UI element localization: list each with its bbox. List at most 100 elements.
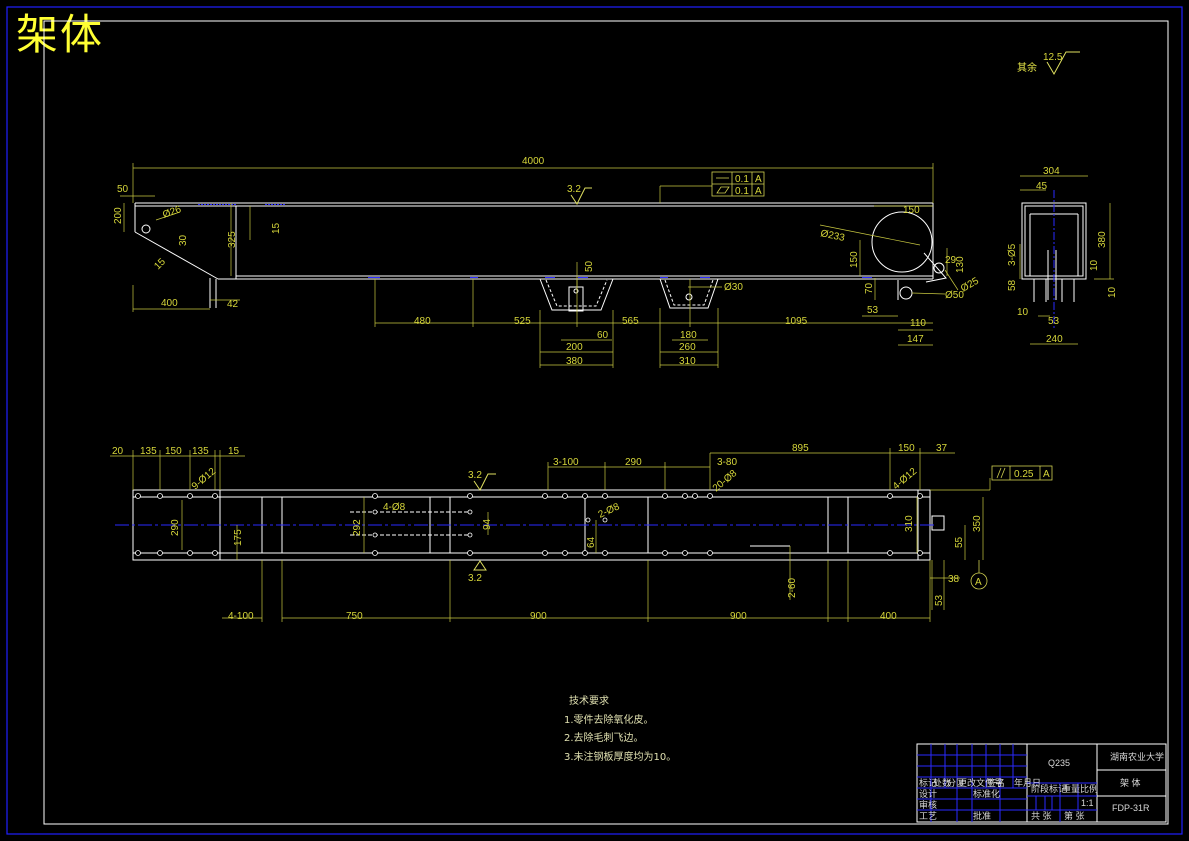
inner-frame [43, 20, 1169, 825]
tb-process: 工艺 [919, 811, 937, 821]
dim-right-70: 70 [864, 282, 875, 294]
dim-565: 565 [622, 316, 639, 327]
dim-plan-55: 55 [954, 536, 965, 548]
dim-plan-15: 15 [228, 446, 240, 457]
tb-sheet-no: 第 张 [1064, 810, 1085, 821]
dim-plan-750: 750 [346, 611, 363, 622]
plan-view [132, 489, 945, 561]
tb-total-sheets: 共 张 [1031, 811, 1052, 821]
dim-325: 325 [227, 231, 238, 248]
dim-side-holes: 3-Ø5 [1007, 243, 1018, 266]
dim-plan-292: 292 [352, 519, 363, 536]
roughness-top-symbol [570, 187, 592, 205]
dim-support-50: 50 [584, 260, 595, 272]
dim-42: 42 [227, 299, 239, 310]
gdt-plan [970, 465, 1053, 590]
note-3: 3.未注钢板厚度均为10。 [564, 750, 676, 763]
roughness-other-symbol: 其余 12.5 [1017, 51, 1080, 76]
dim-side-10: 10 [1089, 259, 1100, 271]
dim-plan-4-100: 4-100 [228, 611, 254, 622]
dim-support-60: 60 [597, 330, 609, 341]
dim-4000: 4000 [522, 156, 545, 167]
roughness-plan-bottom-symbol [473, 560, 487, 571]
dim-plan-135b: 135 [192, 446, 209, 457]
dim-15: 15 [271, 222, 282, 234]
tb-stage: 阶段标记 [1031, 783, 1067, 794]
side-dim-lines [1019, 175, 1114, 345]
tb-date: 年月日 [1014, 777, 1041, 788]
dim-plan-175: 175 [233, 529, 244, 546]
note-2: 2.去除毛刺飞边。 [564, 731, 644, 744]
tb-sign: 签名 [987, 777, 1005, 788]
dim-plan-9-12: 9-Ø12 [190, 466, 219, 493]
dim-right-130: 130 [955, 256, 966, 273]
dim-15a: 15 [152, 256, 168, 272]
gdt-datum-2: A [755, 186, 762, 197]
dim-side-240: 240 [1046, 334, 1063, 345]
tb-drawing-no: FDP-31R [1112, 803, 1150, 813]
dim-plan-37: 37 [936, 443, 948, 454]
tb-material: Q235 [1048, 758, 1070, 768]
tb-review: 审核 [919, 799, 937, 810]
dim-plan-900b: 900 [730, 611, 747, 622]
elevation-hidden [198, 204, 872, 278]
dim-plan-400: 400 [880, 611, 897, 622]
gdt-datum-1: A [755, 174, 762, 185]
note-1: 1.零件去除氧化皮。 [564, 713, 654, 726]
dim-side-45: 45 [1036, 181, 1048, 192]
dim-side-b10: 10 [1107, 286, 1118, 298]
dim-left-50: 50 [117, 184, 129, 195]
dim-plan-3-80: 3-80 [717, 457, 737, 468]
tb-approve: 批准 [973, 810, 991, 821]
dim-plan-2-60: 2-60 [787, 578, 798, 598]
dim-hole-30: Ø30 [724, 282, 743, 293]
plan-holes [135, 493, 923, 556]
dim-plan-310: 310 [904, 515, 915, 532]
dim-support-260: 260 [679, 342, 696, 353]
dim-side-53: 53 [1048, 316, 1060, 327]
dim-right-29: 29 [945, 255, 957, 266]
dim-side-304: 304 [1043, 166, 1060, 177]
roughness-other-value: 12.5 [1043, 52, 1063, 63]
tb-zone: 分区 [947, 778, 965, 788]
dim-plan-150r: 150 [898, 443, 915, 454]
dim-plan-150: 150 [165, 446, 182, 457]
dim-support-310: 310 [679, 356, 696, 367]
dim-plan-135a: 135 [140, 446, 157, 457]
tb-ratio: 比例 [1080, 783, 1098, 794]
elevation-view [134, 202, 947, 312]
dim-right-150: 150 [903, 205, 920, 216]
dim-side-58: 58 [1007, 279, 1018, 291]
dim-480: 480 [414, 316, 431, 327]
roughness-plan-top: 3.2 [468, 470, 482, 481]
outer-frame [6, 6, 1183, 835]
elevation-dim-lines [120, 163, 959, 368]
tb-standard: 标准化 [973, 788, 1000, 799]
gdt-parallel: 0.1 [735, 186, 749, 197]
gdt-plan-parallel: 0.25 [1014, 469, 1034, 480]
dim-right-147: 147 [907, 334, 924, 345]
roughness-plan-bottom: 3.2 [468, 573, 482, 584]
dim-hole-233: Ø233 [819, 228, 846, 244]
dim-plan-4-8: 4-Ø8 [383, 502, 406, 513]
dim-support-200: 200 [566, 342, 583, 353]
dim-support-380: 380 [566, 356, 583, 367]
dim-525: 525 [514, 316, 531, 327]
dim-plan-64: 64 [586, 536, 597, 548]
gdt-elevation [711, 171, 765, 197]
plan-dim-lines [110, 448, 991, 622]
dim-plan-3-100: 3-100 [553, 457, 579, 468]
datum-marker-a: A [975, 577, 982, 588]
dim-plan-2-8: 2-Ø8 [597, 501, 622, 521]
roughness-plan-top-symbol [473, 473, 496, 491]
notes-heading: 技术要求 [569, 694, 609, 707]
dim-right-110: 110 [910, 318, 926, 329]
dim-side-10b: 10 [1017, 307, 1029, 318]
dim-1095: 1095 [785, 316, 808, 327]
tb-school: 湖南农业大学 [1110, 751, 1164, 762]
tb-mark: 标记 [919, 777, 937, 788]
dim-plan-290: 290 [625, 457, 642, 468]
dim-plan-895: 895 [792, 443, 809, 454]
dim-plan-290v: 290 [170, 519, 181, 536]
dim-hole-50: Ø50 [945, 290, 964, 301]
